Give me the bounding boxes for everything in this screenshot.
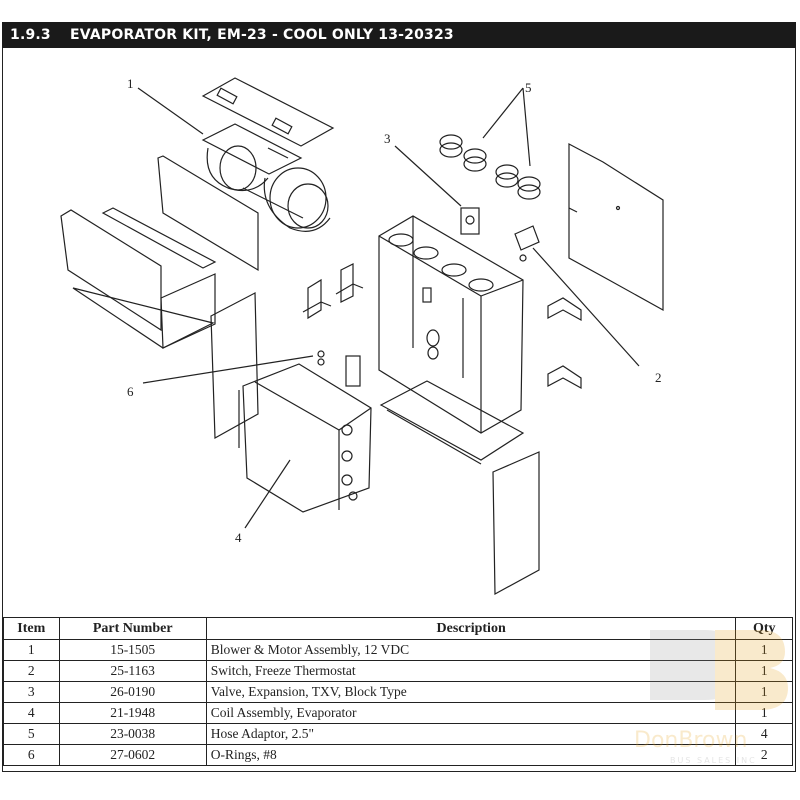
evaporator-coil <box>238 363 372 513</box>
header-qty: Qty <box>735 617 793 640</box>
cell-item: 5 <box>3 723 60 745</box>
cell-item: 2 <box>3 660 60 682</box>
callout-5: 5 <box>525 80 532 95</box>
parts-table-header-row: Item Part Number Description Qty <box>3 617 793 640</box>
callout-2: 2 <box>655 370 662 385</box>
diagram-linework <box>60 77 664 596</box>
cell-description: Blower & Motor Assembly, 12 VDC <box>205 639 737 661</box>
cell-qty: 1 <box>735 702 793 724</box>
table-row: 4 21-1948 Coil Assembly, Evaporator 1 <box>3 702 793 724</box>
cell-part-number: 21-1948 <box>58 702 207 724</box>
cell-description: Hose Adaptor, 2.5" <box>205 723 737 745</box>
cell-part-number: 26-0190 <box>58 681 207 703</box>
evaporator-housing <box>378 215 524 434</box>
parts-table: Item Part Number Description Qty 1 15-15… <box>3 617 793 766</box>
table-row: 3 26-0190 Valve, Expansion, TXV, Block T… <box>3 681 793 703</box>
exploded-parts-diagram: 1 2 3 4 5 6 <box>3 48 795 616</box>
cell-part-number: 27-0602 <box>58 744 207 766</box>
blower-motor-assembly <box>201 123 331 232</box>
table-row: 1 15-1505 Blower & Motor Assembly, 12 VD… <box>3 639 793 661</box>
cell-part-number: 25-1163 <box>58 660 207 682</box>
cell-item: 3 <box>3 681 60 703</box>
cell-qty: 4 <box>735 723 793 745</box>
callout-3: 3 <box>384 131 391 146</box>
cell-qty: 2 <box>735 744 793 766</box>
header-description: Description <box>205 617 737 640</box>
header-item: Item <box>3 617 60 640</box>
section-header: 1.9.3 EVAPORATOR KIT, EM-23 - COOL ONLY … <box>2 22 796 48</box>
txv-valve-shape <box>460 207 480 235</box>
diagram-drawing: 1 2 3 4 5 6 <box>60 76 664 596</box>
cell-qty: 1 <box>735 660 793 682</box>
header-part-number: Part Number <box>58 617 207 640</box>
callout-1: 1 <box>127 76 134 91</box>
cell-description: O-Rings, #8 <box>205 744 737 766</box>
callout-4: 4 <box>235 530 242 545</box>
cell-qty: 1 <box>735 639 793 661</box>
thermostat-switch-shape <box>514 225 540 251</box>
table-row: 6 27-0602 O-Rings, #8 2 <box>3 744 793 766</box>
cell-part-number: 23-0038 <box>58 723 207 745</box>
section-number: 1.9.3 <box>10 27 51 43</box>
cell-description: Coil Assembly, Evaporator <box>205 702 737 724</box>
callout-6: 6 <box>127 384 134 399</box>
hose-adaptors <box>439 134 541 200</box>
cell-item: 4 <box>3 702 60 724</box>
cell-description: Switch, Freeze Thermostat <box>205 660 737 682</box>
cell-item: 1 <box>3 639 60 661</box>
cell-qty: 1 <box>735 681 793 703</box>
table-row: 5 23-0038 Hose Adaptor, 2.5" 4 <box>3 723 793 745</box>
cell-part-number: 15-1505 <box>58 639 207 661</box>
cell-item: 6 <box>3 744 60 766</box>
cell-description: Valve, Expansion, TXV, Block Type <box>205 681 737 703</box>
table-row: 2 25-1163 Switch, Freeze Thermostat 1 <box>3 660 793 682</box>
section-title: EVAPORATOR KIT, EM-23 - COOL ONLY 13-203… <box>70 27 454 43</box>
